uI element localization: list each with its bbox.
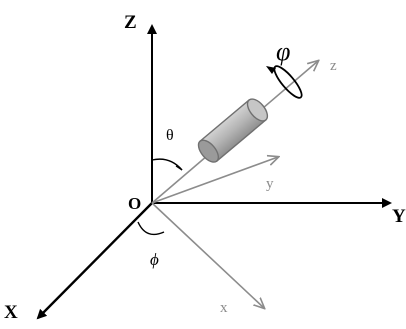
spin-ring xyxy=(273,65,303,99)
spin-arrowhead xyxy=(266,66,276,74)
phi-lower-label: ϕ xyxy=(150,250,159,269)
body-x-label: x xyxy=(220,300,228,316)
theta-arrowhead xyxy=(175,165,183,171)
x-axis-label: X xyxy=(4,302,18,323)
origin-label: O xyxy=(128,194,141,213)
theta-label: θ xyxy=(166,127,174,144)
body-y-label: y xyxy=(266,176,274,192)
body-z-label: z xyxy=(330,58,337,74)
y-axis-label: Y xyxy=(392,206,406,227)
body-x-axis xyxy=(151,202,264,308)
x-axis xyxy=(36,202,153,320)
cylinder xyxy=(197,98,269,163)
phi-spin-label: φ xyxy=(276,37,290,66)
body-y-axis xyxy=(151,157,278,204)
phi-arc xyxy=(137,221,165,236)
theta-arc xyxy=(151,158,183,171)
z-axis-label: Z xyxy=(124,12,137,33)
